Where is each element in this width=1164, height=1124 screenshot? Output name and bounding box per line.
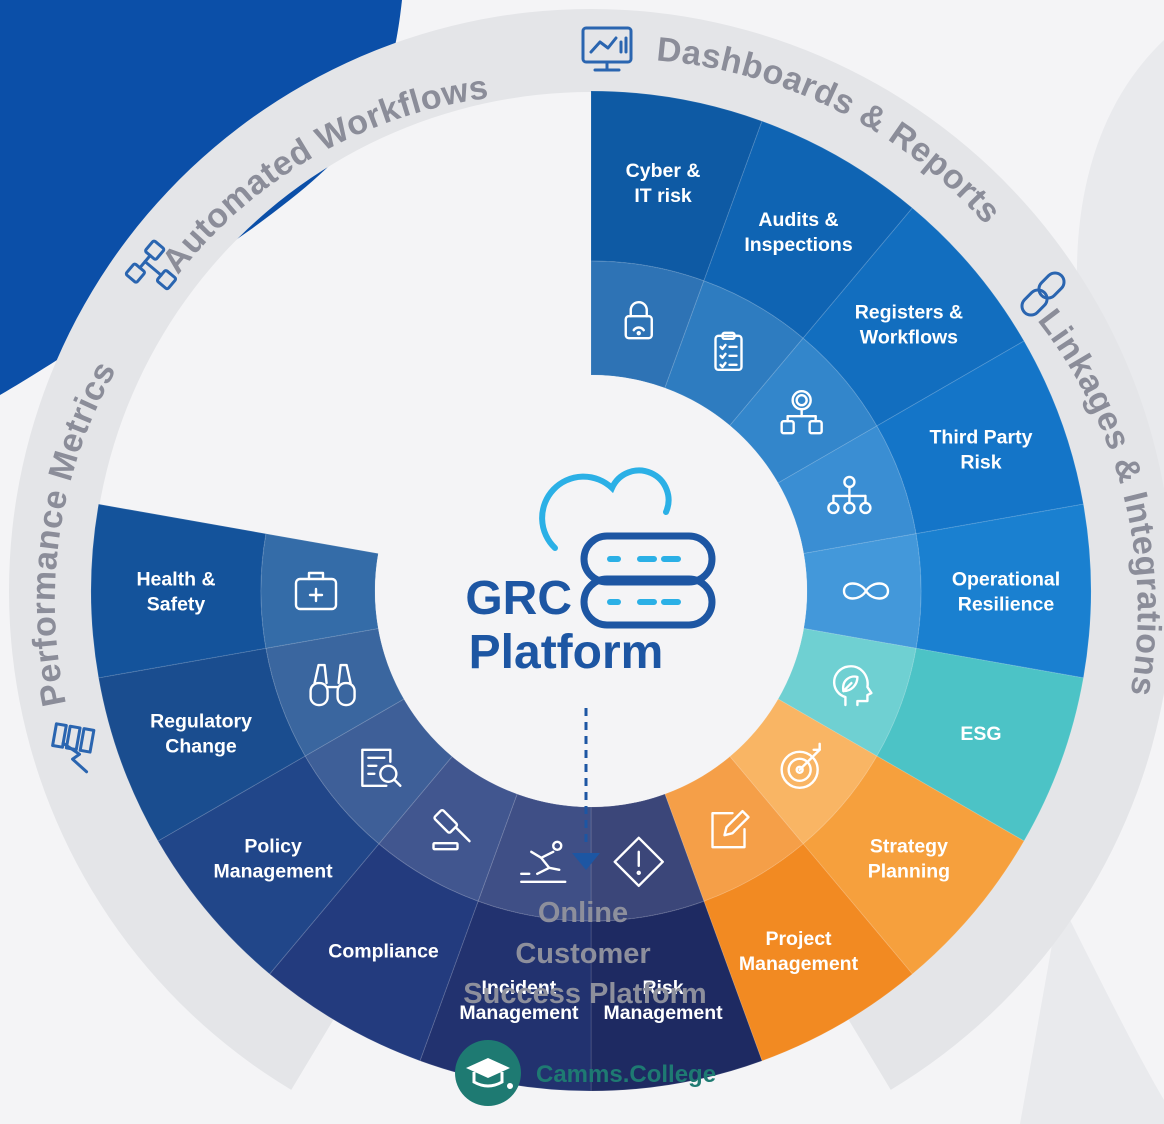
hierarchy-icon [827,475,872,515]
gavel-icon [432,808,471,851]
cloud-server-icon [539,467,716,629]
chain-link-icon [1020,271,1066,317]
online-line1: Online [538,897,628,929]
segment-label: Audits &Inspections [744,209,853,256]
monitor-chart-icon [581,26,633,72]
growth-bars-icon [51,722,96,774]
segment-compliance[interactable]: Compliance [268,755,518,1062]
college-label: Camms.College [536,1061,716,1088]
segment-outer-band [419,900,592,1092]
workflow-icon [780,390,823,435]
checklist-icon [714,331,743,372]
center-title-line2: Platform [469,626,664,679]
pen-edit-icon [711,809,750,849]
warning-icon [613,836,664,888]
binoculars-icon [309,663,356,707]
segment-inner-band [260,533,379,649]
segment-esg[interactable]: ESG [777,627,1084,842]
segment-cyber-it-risk[interactable]: Cyber &IT risk [590,90,763,389]
center-title-line1: GRC [465,572,572,625]
bottom-right-decoration [1020,900,1164,1124]
segment-outer-band [90,503,267,679]
segment-label: Registers &Workflows [855,302,963,349]
target-icon [780,742,821,789]
online-line3: Success Platform [463,978,706,1010]
workflow-nodes-icon [124,239,178,291]
segment-health-safety[interactable]: Health &Safety [90,503,379,679]
lock-icon [624,301,653,340]
cap-shape [466,1058,513,1089]
segment-outer-band [703,843,914,1062]
segment-label: Health &Safety [136,569,215,616]
segment-label: ESG [960,723,1001,745]
center-hub [375,375,807,807]
leaf-head-icon [832,665,873,707]
segment-label: Cyber &IT risk [626,160,701,207]
segment-outer-band [915,503,1092,679]
infinity-icon [842,582,890,600]
online-line2: Customer [515,938,650,970]
slip-fall-icon [520,840,567,884]
document-search-icon [361,748,402,787]
arrow-head-icon [572,853,600,870]
segment-label: Compliance [328,940,439,962]
segment-audits-inspections[interactable]: Audits &Inspections [664,120,914,427]
camms-college-link[interactable]: Camms.College [455,1040,716,1106]
first-aid-kit-icon [294,571,338,611]
